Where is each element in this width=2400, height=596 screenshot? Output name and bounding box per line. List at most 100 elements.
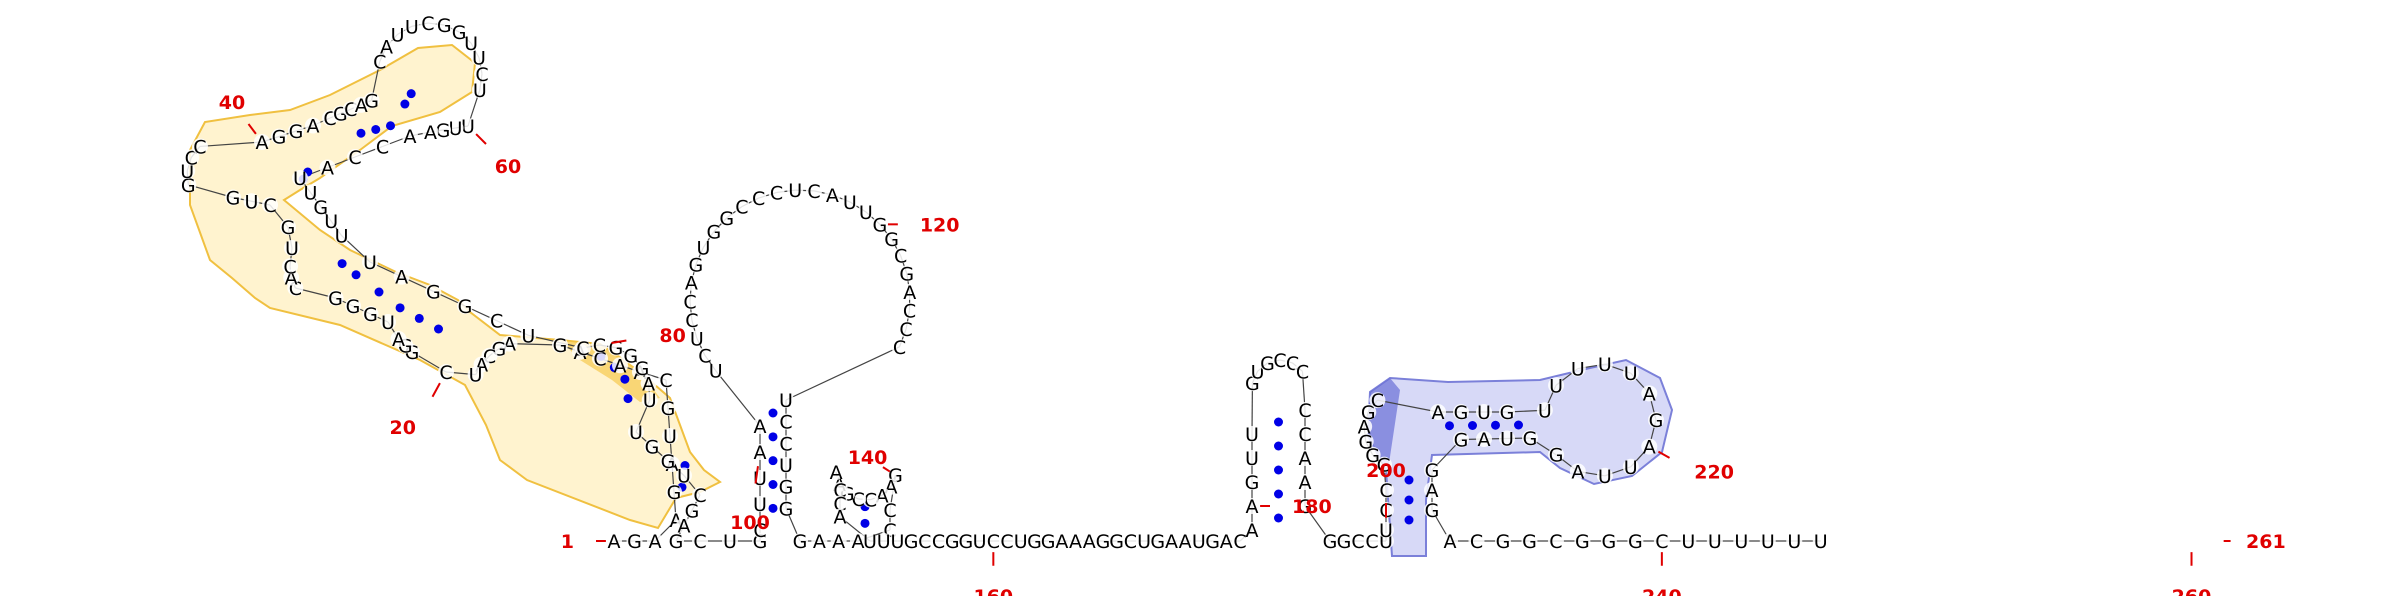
position-label: 200 xyxy=(1366,460,1406,482)
nucleotide-background xyxy=(722,533,738,549)
nucleotide-background xyxy=(707,362,724,379)
nucleotide: C xyxy=(439,362,452,384)
nucleotide-background xyxy=(778,500,794,517)
nucleotide: G xyxy=(1358,431,1373,453)
nucleotide: G xyxy=(1260,353,1275,375)
base-pair-dot xyxy=(1514,420,1523,430)
base-pair-dot xyxy=(414,313,424,323)
nucleotide-background xyxy=(1499,404,1515,420)
nucleotide-background xyxy=(1094,533,1111,549)
nucleotide-background xyxy=(676,517,692,534)
nucleotide: A xyxy=(830,462,843,484)
nucleotide-background xyxy=(778,457,794,473)
position-label: 80 xyxy=(659,325,685,347)
nucleotide: A xyxy=(1246,496,1259,518)
nucleotide-background xyxy=(903,533,920,549)
nucleotide: C xyxy=(752,188,765,210)
nucleotide: U xyxy=(1708,531,1722,553)
position-tick xyxy=(431,382,441,398)
nucleotide-background xyxy=(1136,533,1153,549)
nucleotide: C xyxy=(490,311,503,333)
base-pair-dot xyxy=(1274,465,1283,475)
nucleotide: G xyxy=(313,197,328,219)
nucleotide: A xyxy=(395,267,408,289)
nucleotide: U xyxy=(335,226,349,248)
nucleotide: G xyxy=(363,304,378,326)
nucleotide: A xyxy=(1246,520,1259,542)
nucleotide: C xyxy=(899,319,912,341)
nucleotide-background xyxy=(1364,446,1381,463)
nucleotide-background xyxy=(688,330,705,347)
nucleotide: C xyxy=(1365,531,1378,553)
nucleotide-background xyxy=(451,23,468,40)
nucleotide-background xyxy=(1232,533,1248,549)
base-pair-dot xyxy=(351,270,361,280)
position-tick xyxy=(611,339,627,344)
nucleotide-background xyxy=(898,265,915,282)
base-pair-dot xyxy=(371,125,381,134)
nucleotide-background xyxy=(628,424,644,440)
nucleotide: U xyxy=(1500,429,1514,451)
nucleotide-background xyxy=(750,190,767,207)
nucleotide: U xyxy=(1787,531,1801,553)
nucleotide: A xyxy=(834,507,847,529)
nucleotide-background xyxy=(832,495,848,512)
nucleotide-background xyxy=(626,533,643,549)
nucleotide: G xyxy=(635,358,650,380)
nucleotide: C xyxy=(685,310,698,332)
nucleotide-background xyxy=(832,508,848,525)
base-pair-dot xyxy=(1274,489,1283,499)
position-label: 20 xyxy=(390,417,416,439)
nucleotide-background xyxy=(889,533,906,549)
nucleotide-background xyxy=(1627,533,1644,549)
nucleotide-background xyxy=(1244,522,1260,538)
nucleotide-background xyxy=(660,453,676,469)
nucleotide: C xyxy=(779,412,792,434)
nucleotide-background xyxy=(882,502,898,518)
nucleotide: C xyxy=(1549,531,1562,553)
nucleotide-background xyxy=(436,16,453,33)
nucleotide: A xyxy=(424,122,437,144)
nucleotide: A xyxy=(678,516,691,538)
nucleotide-background xyxy=(778,478,794,495)
nucleotide-background xyxy=(243,193,260,210)
nucleotide: A xyxy=(1220,531,1233,553)
nucleotide: U xyxy=(863,531,877,553)
nucleotide-background xyxy=(1322,533,1338,549)
nucleotide-background xyxy=(1622,458,1639,475)
nucleotide: U xyxy=(1624,457,1638,479)
nucleotide-background xyxy=(1648,412,1664,428)
nucleotide-background xyxy=(668,533,684,549)
nucleotide-background xyxy=(1163,533,1180,549)
backbone-link xyxy=(509,343,561,346)
base-pair-dot xyxy=(1274,513,1283,523)
nucleotide: G xyxy=(289,121,304,143)
nucleotide-background xyxy=(640,375,657,392)
nucleotide-background xyxy=(422,124,439,140)
base-pair-dot xyxy=(1491,420,1500,430)
nucleotide-background xyxy=(957,533,974,549)
nucleotide-background xyxy=(1294,363,1311,380)
nucleotide-background xyxy=(1641,438,1658,455)
nucleotide-background xyxy=(425,283,442,300)
nucleotide-background xyxy=(1204,533,1221,549)
nucleotide-background xyxy=(393,268,410,285)
base-pair-dot xyxy=(768,408,778,418)
nucleotide-background xyxy=(305,117,321,134)
nucleotide: C xyxy=(883,500,896,522)
base-pair-dot xyxy=(620,374,630,384)
nucleotide-background xyxy=(862,491,879,508)
nucleotide-background xyxy=(705,223,722,240)
nucleotide: G xyxy=(1337,531,1352,553)
nucleotide-background xyxy=(488,312,505,329)
nucleotide: U xyxy=(1814,531,1828,553)
position-tick xyxy=(754,466,759,484)
nucleotide: C xyxy=(770,183,783,205)
nucleotide: A xyxy=(392,329,405,351)
nucleotide: A xyxy=(903,282,916,304)
nucleotide: C xyxy=(753,520,766,542)
nucleotide-background xyxy=(1453,431,1469,448)
nucleotide: G xyxy=(661,451,676,473)
nucleotide: G xyxy=(281,217,296,239)
nucleotide: U xyxy=(1598,466,1612,488)
